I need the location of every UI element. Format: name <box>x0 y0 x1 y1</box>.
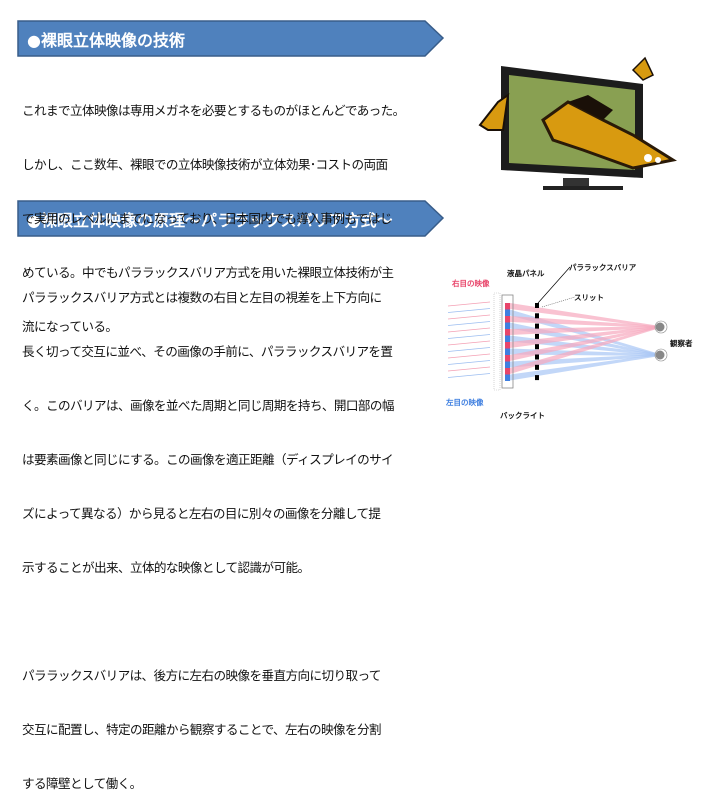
barrier-block <box>535 344 539 350</box>
arrow-banner <box>17 200 445 237</box>
leader-line <box>541 296 576 308</box>
label-observer: 観察者 <box>670 339 693 348</box>
left-pixel <box>505 322 510 329</box>
parallax-barrier-diagram <box>447 266 668 391</box>
right-eye-ray <box>510 326 660 374</box>
text-line <box>22 613 394 631</box>
label-backlight: バックライト <box>500 411 545 420</box>
section-header-principle: ●裸眼立体映像の原理～パララックスバリア方式～ <box>17 200 445 237</box>
small-butterfly-icon <box>478 92 510 131</box>
label-right-eye-image: 右目の映像 <box>452 279 490 288</box>
right-pixel <box>505 342 510 349</box>
barrier-block <box>535 375 539 381</box>
tv-stand <box>563 178 589 188</box>
right-eye-ray <box>510 326 660 335</box>
backlight <box>493 292 501 391</box>
right-pixel <box>505 316 510 323</box>
right-eye-ray <box>510 326 660 348</box>
section-title: ●裸眼立体映像の原理～パララックスバリア方式～ <box>27 211 393 230</box>
eye-icon <box>655 322 665 332</box>
right-pixel <box>505 303 510 310</box>
barrier-block <box>535 364 539 370</box>
guide-line <box>447 340 491 346</box>
lcd-panel <box>501 294 514 389</box>
guide-line <box>447 308 491 313</box>
text-line: ズによって異なる）から見ると左右の目に別々の画像を分離して提 <box>22 506 381 521</box>
text-line: く。このバリアは、画像を並べた周期と同じ周期を持ち、開口部の幅 <box>22 398 394 413</box>
text-line: 流になっている。 <box>22 319 118 334</box>
left-pixel <box>505 361 510 368</box>
guide-line <box>447 301 491 307</box>
guide-line <box>447 347 491 352</box>
guide-line <box>447 360 491 365</box>
text-line: パララックスバリア方式とは複数の右目と左目の視差を上下方向に <box>22 290 382 305</box>
label-slit: スリット <box>574 293 604 302</box>
text-line: これまで立体映像は専用メガネを必要とするものがほとんどであった。 <box>22 103 405 118</box>
text-line: は要素画像と同じにする。この画像を適正距離（ディスプレイのサイ <box>22 452 394 467</box>
arrow-banner <box>17 20 445 57</box>
label-left-eye-image: 左目の映像 <box>446 398 484 407</box>
guide-line <box>447 334 491 339</box>
guide-line <box>447 373 491 378</box>
guide-line <box>447 314 491 320</box>
right-eye-ray <box>510 303 660 328</box>
eye-icon <box>655 350 665 360</box>
right-eye-ray <box>510 326 660 361</box>
guide-line <box>447 321 491 326</box>
right-pixel <box>505 329 510 336</box>
text-line: しかし、ここ数年、裸眼での立体映像技術が立体効果･コストの両面 <box>22 157 388 172</box>
left-pixel <box>505 348 510 355</box>
3d-tv-butterfly-image <box>478 56 677 190</box>
technology-paragraph: これまで立体映像は専用メガネを必要とするものがほとんどであった。 しかし、ここ数… <box>22 66 405 354</box>
guide-line <box>447 327 491 333</box>
principle-paragraph: パララックスバリア方式とは複数の右目と左目の視差を上下方向に 長く切って交互に並… <box>22 253 394 811</box>
label-lcd-panel: 液晶パネル <box>507 269 545 278</box>
guide-line <box>447 366 491 372</box>
right-eye-ray <box>510 316 660 328</box>
barrier-block <box>535 313 539 319</box>
right-pixel <box>505 368 510 375</box>
left-eye-ray <box>510 354 660 368</box>
barrier-block <box>535 303 539 308</box>
barrier-block <box>535 333 539 339</box>
small-butterfly-icon <box>631 56 654 81</box>
barrier-block <box>535 323 539 329</box>
label-parallax-barrier: パララックスバリア <box>569 263 637 272</box>
text-line: パララックスバリアは、後方に左右の映像を垂直方向に切り取って <box>22 668 381 683</box>
left-pixel <box>505 374 510 381</box>
text-line: する障壁として働く。 <box>22 776 142 791</box>
right-pixel <box>505 355 510 362</box>
section-header-technology: ●裸眼立体映像の技術 <box>17 20 445 57</box>
left-eye-ray <box>510 354 660 381</box>
text-line: 交互に配置し、特定の距離から観察することで、左右の映像を分割 <box>22 722 382 737</box>
text-line: 示することが出来、立体的な映像として認識が可能。 <box>22 560 310 575</box>
text-line: めている。中でもパララックスバリア方式を用いた裸眼立体技術が主 <box>22 265 394 280</box>
left-pixel <box>505 309 510 316</box>
section-title: ●裸眼立体映像の技術 <box>27 31 185 50</box>
barrier-block <box>535 354 539 360</box>
guide-line <box>447 353 491 359</box>
text-line: で実用のレベルにまでになっており、日本国内でも導入事例もではじ <box>22 211 392 226</box>
text-line: 長く切って交互に並べ、その画像の手前に、パララックスバリアを置 <box>22 344 393 359</box>
left-pixel <box>505 335 510 342</box>
leader-line <box>537 266 571 304</box>
butterfly-icon <box>541 95 677 170</box>
